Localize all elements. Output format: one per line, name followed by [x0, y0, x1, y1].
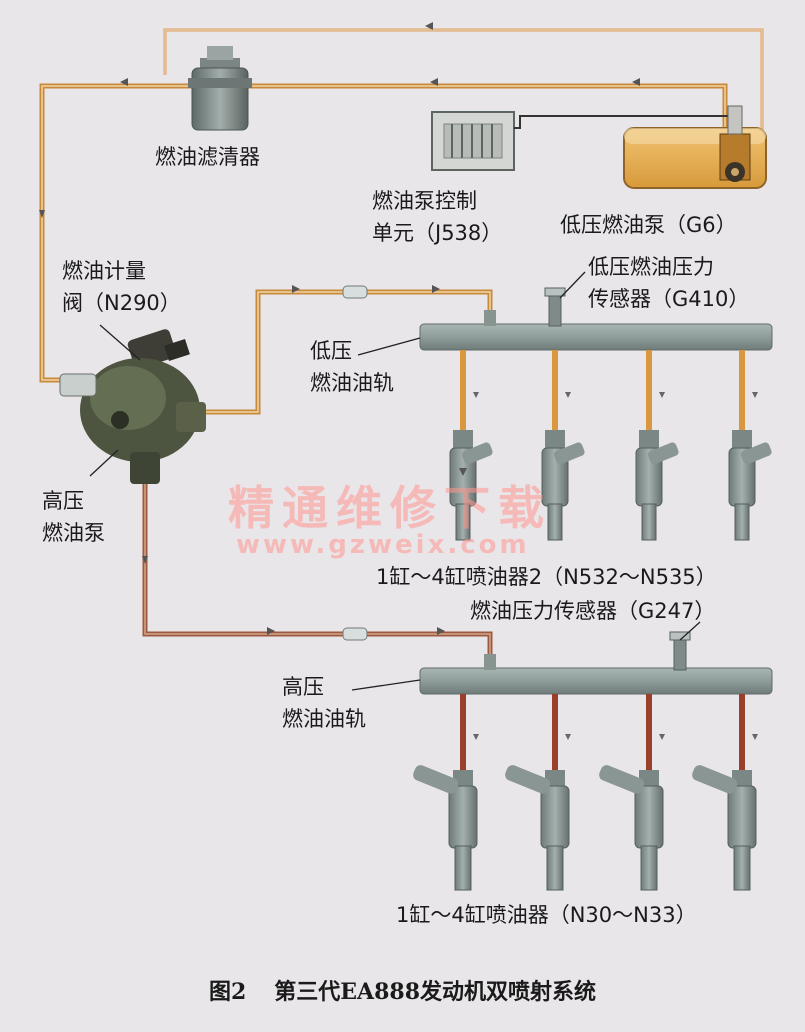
- watermark-url: www.gzweix.com: [236, 530, 530, 560]
- label-low-rail-line1: 低压: [310, 339, 352, 363]
- leader-lines: [89, 271, 701, 691]
- label-injectors-2: 1缸～4缸喷油器2（N532～N535）: [376, 565, 717, 589]
- figure-caption: 图2 第三代EA888发动机双喷射系统: [0, 974, 805, 1006]
- label-pump-control-line2: 单元（J538）: [372, 221, 503, 245]
- caption-figure-number: 图2: [208, 979, 247, 1005]
- injectors-row-1: [413, 765, 757, 891]
- label-metering-line1: 燃油计量: [62, 259, 146, 283]
- label-low-rail-line2: 燃油油轨: [310, 371, 394, 395]
- low-pressure-sensor: [548, 291, 562, 327]
- label-low-sensor-line2: 传感器（G410）: [588, 287, 750, 311]
- pump-control-unit: [431, 111, 736, 171]
- label-fuel-filter: 燃油滤清器: [155, 145, 260, 169]
- label-metering-line2: 阀（N290）: [62, 291, 181, 315]
- line-connector: [342, 285, 368, 299]
- fuel-filter: [188, 46, 252, 131]
- high-pressure-sensor: [673, 635, 687, 671]
- label-hp-sensor: 燃油压力传感器（G247）: [470, 599, 716, 623]
- label-hp-pump-line2: 燃油泵: [42, 521, 105, 545]
- label-hp-rail-line2: 燃油油轨: [282, 707, 366, 731]
- caption-title: 第三代EA888发动机双喷射系统: [274, 979, 597, 1005]
- line-connector: [342, 627, 368, 641]
- flow-arrows: [39, 22, 640, 635]
- label-low-pump: 低压燃油泵（G6）: [560, 213, 737, 237]
- feed-arrows: [473, 392, 758, 740]
- low-pressure-rail: [419, 287, 773, 351]
- label-injectors-1: 1缸～4缸喷油器（N30～N33）: [396, 903, 697, 927]
- high-pressure-pump: [59, 358, 206, 484]
- injector-feed-lines-low: [460, 350, 745, 432]
- injectors-row-2: [449, 430, 772, 541]
- watermark-text: 精通维修下载: [228, 481, 552, 535]
- label-low-sensor-line1: 低压燃油压力: [588, 255, 714, 279]
- injector-feed-lines-high: [460, 694, 745, 772]
- label-hp-rail-line1: 高压: [282, 675, 324, 699]
- label-hp-pump-line1: 高压: [42, 489, 84, 513]
- fuel-tank: [623, 105, 767, 189]
- label-pump-control-line1: 燃油泵控制: [372, 189, 477, 213]
- high-pressure-rail: [419, 631, 773, 695]
